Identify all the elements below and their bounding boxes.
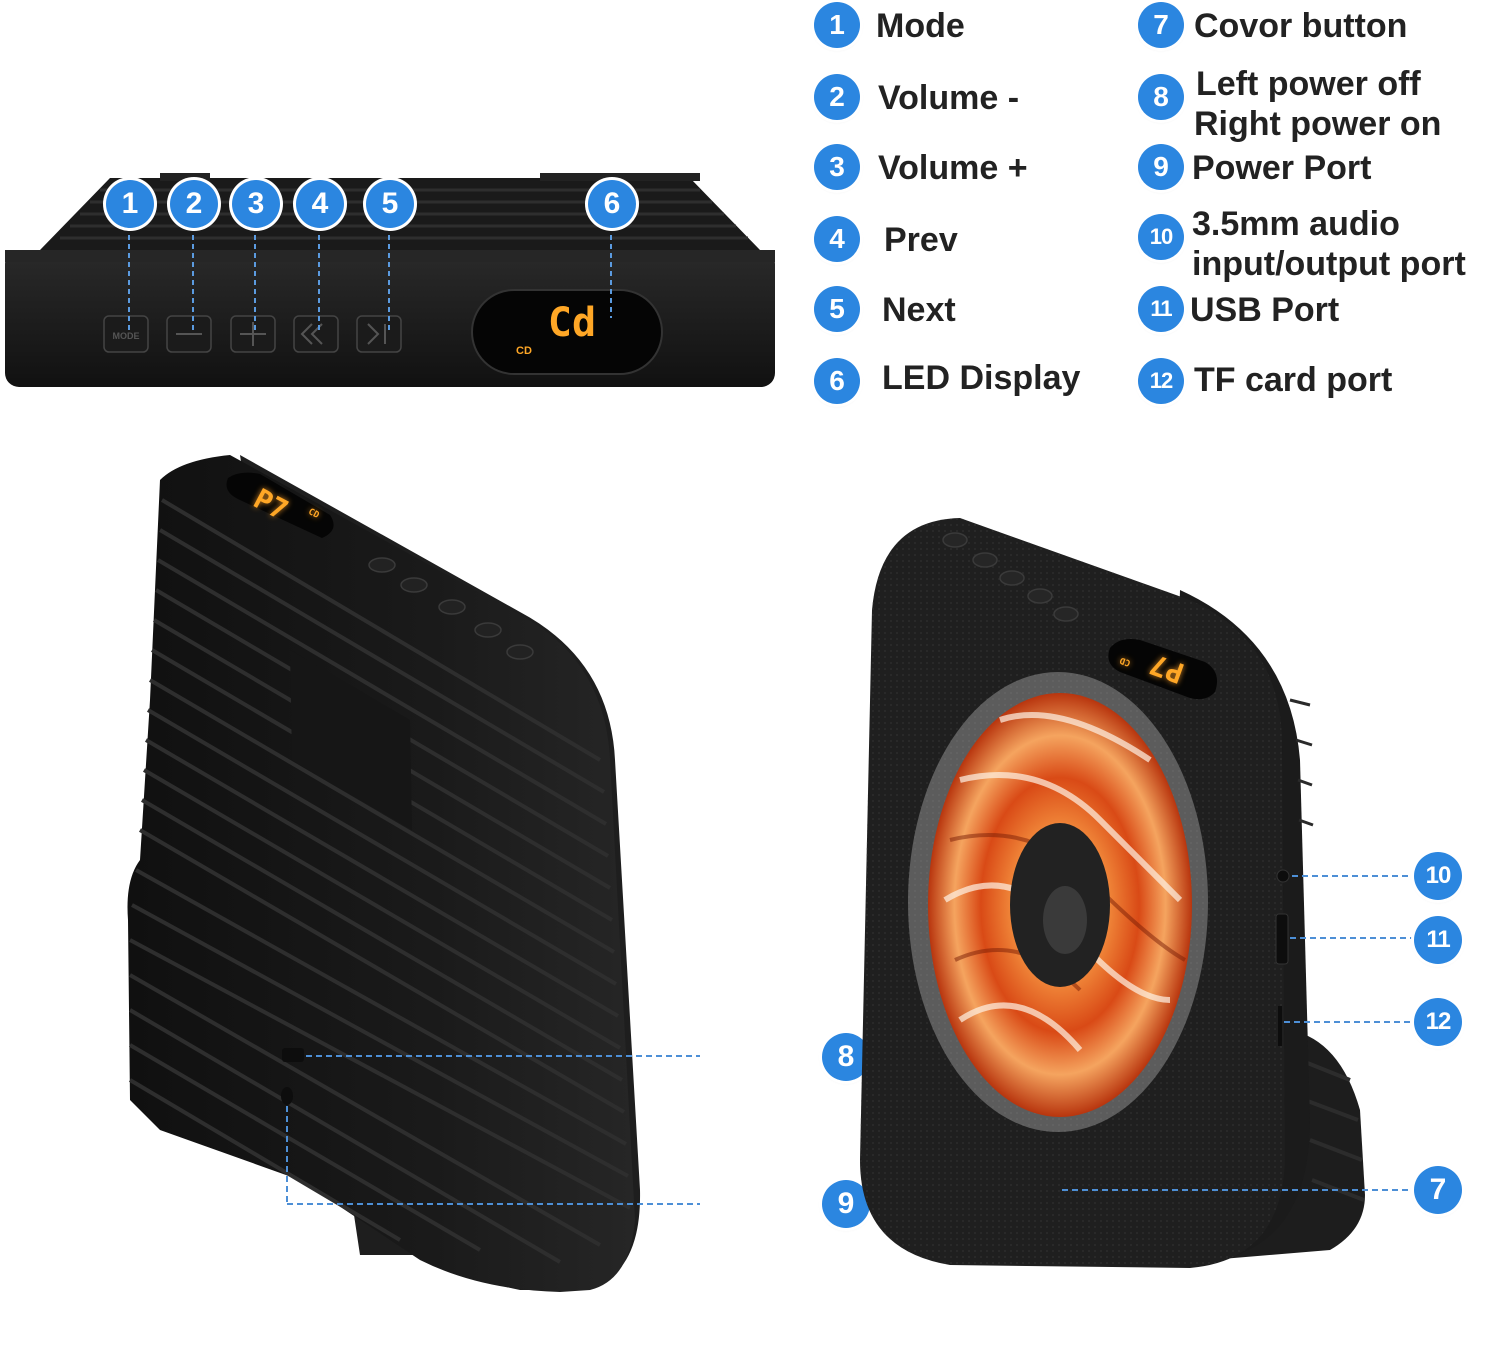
legend-badge-6: 6 (814, 358, 860, 404)
legend-label-mode: Mode (876, 7, 965, 45)
badge-1: 1 (106, 180, 154, 228)
back-view-button-1[interactable] (368, 557, 396, 573)
legend-label-led-display: LED Display (882, 359, 1081, 397)
legend-label-usb-port: USB Port (1190, 291, 1340, 329)
mode-button-label: MODE (113, 331, 140, 341)
legend-badge-11: 11 (1138, 286, 1184, 332)
back-view-button-5[interactable] (506, 644, 534, 660)
callout-badge-9: 9 (822, 1180, 870, 1228)
legend-label-audio-port-line2: input/output port (1192, 245, 1466, 283)
legend-label-power-port: Power Port (1192, 149, 1372, 187)
legend-label-audio-port-line1: 3.5mm audio (1192, 205, 1400, 243)
top-view-device: MODE Cd CD (5, 173, 775, 387)
badge-3: 3 (232, 180, 280, 228)
badge-2: 2 (170, 180, 218, 228)
power-switch[interactable] (282, 1048, 304, 1062)
back-view-device (127, 455, 700, 1292)
audio-jack (1276, 869, 1290, 883)
badge-4: 4 (296, 180, 344, 228)
legend-badge-10: 10 (1138, 214, 1184, 260)
callout-badge-7: 7 (1414, 1166, 1462, 1214)
tf-card-port (1278, 1006, 1282, 1046)
callout-badge-12: 12 (1414, 998, 1462, 1046)
led-display-subtext: CD (516, 345, 532, 357)
led-display-text: Cd (548, 300, 596, 346)
callout-badge-11: 11 (1414, 916, 1462, 964)
legend-label-next: Next (882, 291, 956, 329)
legend-label-volume-down: Volume - (878, 79, 1020, 117)
legend-label-power-switch-line1: Left power off (1196, 65, 1421, 103)
legend-badge-4: 4 (814, 216, 860, 262)
legend-badge-8: 8 (1138, 74, 1184, 120)
led-display (471, 289, 663, 375)
power-port (281, 1087, 293, 1105)
back-view-button-4[interactable] (474, 622, 502, 638)
badge-5: 5 (366, 180, 414, 228)
back-view-button-3[interactable] (438, 599, 466, 615)
legend-label-prev: Prev (884, 221, 958, 259)
legend-badge-7: 7 (1138, 2, 1184, 48)
back-view-button-2[interactable] (400, 577, 428, 593)
front-view-button-5[interactable] (1053, 606, 1079, 622)
legend-badge-5: 5 (814, 286, 860, 332)
front-view-button-4[interactable] (1027, 588, 1053, 604)
legend-badge-2: 2 (814, 74, 860, 120)
legend-label-power-switch-line2: Right power on (1194, 105, 1442, 143)
legend-badge-3: 3 (814, 144, 860, 190)
prev-button[interactable] (293, 315, 339, 353)
front-view-button-2[interactable] (972, 552, 998, 568)
badge-6: 6 (588, 180, 636, 228)
legend-label-cover-button: Covor button (1194, 7, 1408, 45)
legend-label-volume-up: Volume + (878, 149, 1028, 187)
legend-badge-9: 9 (1138, 144, 1184, 190)
legend-badge-1: 1 (814, 2, 860, 48)
mode-button[interactable] (103, 315, 149, 353)
usb-port (1275, 913, 1289, 965)
front-view-button-1[interactable] (942, 532, 968, 548)
front-view-button-3[interactable] (999, 570, 1025, 586)
callout-badge-10: 10 (1414, 852, 1462, 900)
legend-label-tf-card-port: TF card port (1194, 361, 1393, 399)
legend-badge-12: 12 (1138, 358, 1184, 404)
